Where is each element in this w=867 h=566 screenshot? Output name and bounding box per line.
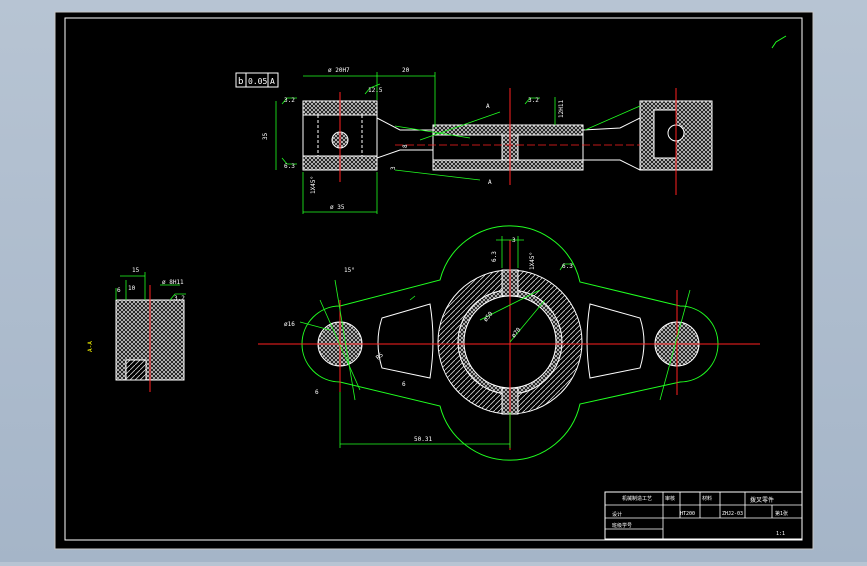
section-label: A-A: [87, 341, 94, 352]
tb-scale: 1:1: [776, 531, 785, 537]
dim-center-distance: 50.31: [414, 436, 432, 443]
dim-front-chamfer: 1X45°: [529, 252, 536, 270]
dim-gap-small: 8: [402, 144, 409, 148]
tb-class: 班级学号: [612, 522, 632, 529]
dim-bore-top: ø 20H7: [328, 67, 350, 74]
section-dim-depth: 10: [128, 285, 136, 292]
left-pocket: [377, 303, 434, 379]
tolerance-value: 0.05: [248, 77, 267, 86]
tb-company: 机械制造工艺: [622, 495, 652, 502]
right-pocket: [586, 303, 645, 379]
section-dim-left: 6: [117, 287, 121, 294]
tb-design: 设计: [612, 511, 622, 518]
roughness-c: 12.5: [368, 87, 383, 94]
dim-height-left: 35: [262, 132, 269, 140]
top-view: b 0.05 A: [235, 67, 713, 214]
dim-roughness-top: 6.3: [562, 263, 573, 270]
dim-top-width: 3: [512, 237, 516, 244]
roughness-a: 3.2: [284, 97, 295, 104]
dim-rad-mid: R5: [375, 351, 385, 361]
label-a-bottom: A: [488, 179, 492, 186]
label-a-top: A: [486, 103, 490, 110]
section-dim-hole: ø 8H11: [162, 279, 184, 286]
tb-material: HT200: [680, 511, 695, 517]
tb-sheet: 第1张: [775, 510, 788, 517]
section-roughness: 3.2: [174, 295, 185, 302]
dim-bore-bottom: ø 35: [330, 204, 345, 211]
tb-part-name: 拨叉零件: [750, 496, 774, 504]
arm-top-flange: [432, 124, 584, 136]
tb-drawing-no: ZHJ2-03: [722, 511, 743, 517]
dim-left-hole: ø16: [284, 321, 295, 328]
arm-bottom-flange: [432, 159, 584, 171]
corner-roughness-symbol: [771, 35, 787, 49]
tolerance-symbol: b: [238, 77, 243, 87]
roughness-b: 6.3: [284, 163, 295, 170]
title-block: 机械制造工艺 设计 审核 材料 拨叉零件 HT200 ZHJ2-03 第1张 班…: [604, 491, 803, 540]
dim-center-height: 12H11: [558, 100, 565, 118]
dim-top-note: 6.3: [491, 251, 498, 262]
dim-gap-right: 3: [390, 166, 397, 170]
section-dim-width: 15: [132, 267, 140, 274]
dim-length-top: 20: [402, 67, 410, 74]
front-view: 3 6.3 1X45° 6.3 15° ø16 ø50 ø70 R5 6 6 5…: [258, 225, 760, 461]
dim-angle: 15°: [344, 267, 355, 274]
roughness-d: 3.2: [528, 97, 539, 104]
top-chamfer: 1X45°: [310, 176, 317, 194]
tolerance-datum: A: [270, 77, 275, 86]
dim-small-rad: 6: [315, 389, 319, 396]
dim-rib-thickness: 6: [402, 381, 406, 388]
sheet-frame: [64, 17, 803, 541]
tb-check: 审核: [665, 495, 675, 502]
tb-material-label: 材料: [702, 495, 712, 502]
tolerance-frame: b 0.05 A: [235, 72, 279, 88]
section-view: 15 ø 8H11 10 6 3.2 A-A: [87, 267, 186, 392]
